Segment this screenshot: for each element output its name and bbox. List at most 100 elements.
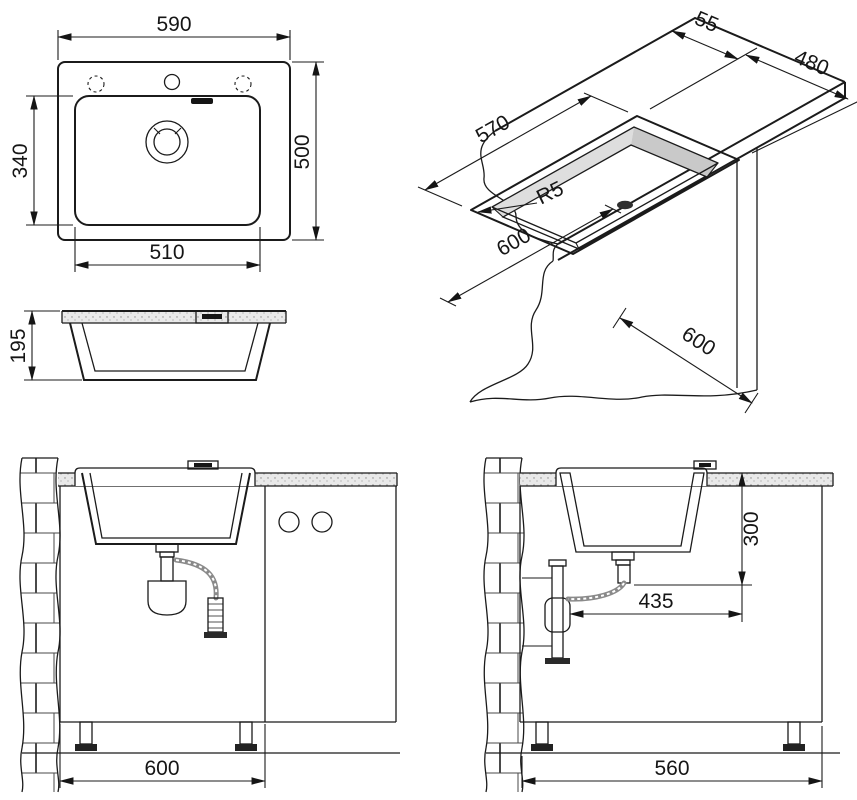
bowl-outline-plan xyxy=(74,95,261,226)
dim-counter-length: 600 xyxy=(439,204,622,307)
dim-label-500: 500 xyxy=(291,134,314,169)
drain-flange-front xyxy=(155,543,179,553)
dim-plan-depth: 500 xyxy=(291,61,324,241)
dim-line-600-cabinet xyxy=(619,317,753,404)
leg-right-front xyxy=(239,721,253,745)
dim-cabinet-depth-iso: 600 xyxy=(612,307,759,414)
foot-left-front xyxy=(75,744,97,751)
trap-body-side xyxy=(544,597,571,633)
leg-back-side xyxy=(535,721,549,745)
dim-label-570: 570 xyxy=(472,111,514,148)
overflow-slot-side xyxy=(699,463,711,467)
dim-label-600-cabinet: 600 xyxy=(678,322,720,360)
overflow-box-section xyxy=(195,310,229,324)
drain-iso xyxy=(617,200,633,210)
wall-brick-band-side xyxy=(483,457,525,793)
dim-cabinet-width-front: 600 xyxy=(59,724,266,788)
dim-label-480: 480 xyxy=(791,46,832,81)
overflow-box-side xyxy=(693,460,717,470)
drain-nut-side xyxy=(615,559,631,566)
dim-label-340: 340 xyxy=(9,143,32,178)
faucet-hole xyxy=(163,73,181,91)
tailpipe-side xyxy=(617,564,631,584)
foot-back-side xyxy=(531,744,553,751)
dim-drain-offset: 435 xyxy=(569,585,743,622)
cabinet-outline-side xyxy=(519,486,823,723)
cabinet-right-edges xyxy=(736,147,758,390)
dim-label-300: 300 xyxy=(740,511,763,546)
tailpipe-front xyxy=(160,556,174,582)
pipe-flange-front xyxy=(204,632,227,638)
dim-label-55: 55 xyxy=(691,7,721,37)
leg-left-front xyxy=(79,721,93,745)
dim-bowl-depth: 195 xyxy=(7,310,82,381)
plan-view: 590 500 340 510 xyxy=(9,13,324,272)
dim-label-510: 510 xyxy=(149,241,184,264)
overflow-slot-section xyxy=(202,314,222,319)
section-view: 195 xyxy=(7,310,287,381)
dim-line-600-counter xyxy=(447,208,614,303)
dim-cabinet-depth-side: 560 xyxy=(521,726,823,788)
foot-front-side xyxy=(783,744,805,751)
dim-label-600-counter: 600 xyxy=(493,224,535,261)
overflow-slot-front xyxy=(194,463,212,467)
overflow-slot-plan xyxy=(191,98,213,104)
wall-brick-band xyxy=(19,457,61,793)
cabinet-side xyxy=(486,486,840,754)
sink-rim-fill-front xyxy=(75,468,255,486)
dim-label-195: 195 xyxy=(7,328,30,363)
standpipe-cap-side xyxy=(548,559,567,567)
dim-label-560: 560 xyxy=(654,757,689,780)
dim-bowl-length: 340 xyxy=(9,95,73,226)
bowl-wall-back-right xyxy=(631,127,718,177)
sink-rim-front xyxy=(74,467,256,486)
dim-bowl-width: 510 xyxy=(74,227,261,272)
dim-line-480 xyxy=(745,54,849,100)
bowl-outer-wall xyxy=(69,322,271,381)
cabinet-bottom-break-wavy xyxy=(469,389,758,403)
sink-rim-side xyxy=(555,467,708,486)
dim-label-435: 435 xyxy=(638,590,673,613)
drain-plumbing-front xyxy=(147,543,227,638)
dim-label-590: 590 xyxy=(156,13,191,36)
bowl-inner-front xyxy=(89,472,243,539)
drain-plumbing-side xyxy=(522,551,635,664)
drain-flange-side xyxy=(611,551,635,561)
rim-bottom-line xyxy=(61,311,287,324)
optional-tap-hole-right xyxy=(234,75,252,93)
bottle-trap-front xyxy=(147,580,187,616)
drain-plan xyxy=(145,120,189,164)
dim-plan-width: 590 xyxy=(57,13,291,60)
corrugated-pipe-front xyxy=(207,597,224,633)
sink-rim-fill-side xyxy=(556,468,707,486)
ext-lines-340 xyxy=(26,95,73,226)
drain-nut-front xyxy=(159,551,175,558)
flex-hose-side xyxy=(565,580,627,602)
side-install-view: 300 435 560 xyxy=(483,457,840,793)
bowl-inner-wall xyxy=(81,322,259,372)
rim-band-texture xyxy=(62,311,286,323)
dim-sink-height: 300 xyxy=(634,472,763,586)
flex-hose-ribs-front xyxy=(175,559,218,599)
dim-label-600-front: 600 xyxy=(144,757,179,780)
overflow-box-front xyxy=(187,460,219,470)
leg-front-side xyxy=(787,721,801,745)
corrugation-ribs-front xyxy=(208,603,223,629)
knob-hole-left xyxy=(278,511,300,533)
cabinet-outline-front xyxy=(59,486,397,723)
dim-line-570 xyxy=(424,95,592,191)
standpipe-side xyxy=(551,565,564,659)
dim-line-55 xyxy=(671,30,739,60)
cabinet-front xyxy=(22,486,400,754)
pipe-flange-side xyxy=(545,658,570,664)
dim-cutout-depth: 480 xyxy=(649,46,857,154)
knob-hole-right xyxy=(311,511,333,533)
wall-brackets-side xyxy=(522,577,552,647)
isometric-view: 55 480 570 R5 600 600 xyxy=(417,7,857,414)
ext-lines-480 xyxy=(649,47,857,154)
sink-outline-plan xyxy=(57,61,291,241)
foot-right-front xyxy=(235,744,257,751)
front-install-view: 600 xyxy=(19,457,400,793)
